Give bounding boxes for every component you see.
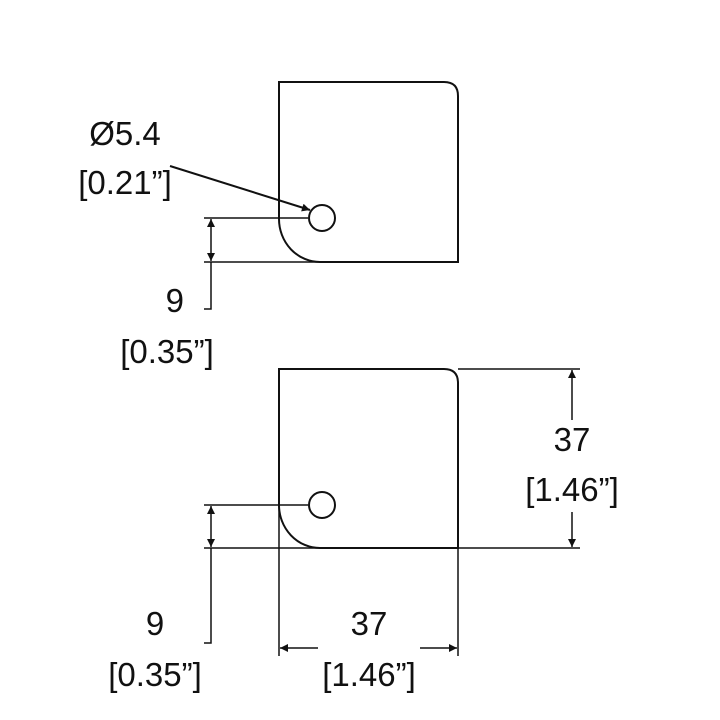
bottom-mounting-hole [308,491,336,519]
bottom-offset-mm: 9 [145,605,165,642]
bottom-offset-leader [204,548,212,644]
top-offset-leader [204,262,212,310]
bottom-offset-in: [0.35”] [108,656,202,693]
height-mm: 37 [553,421,591,458]
height-in: [1.46”] [525,471,619,508]
width-mm: 37 [350,605,388,642]
width-in: [1.46”] [322,656,416,693]
top-offset-in: [0.35”] [120,333,214,370]
hole-diameter-mm: Ø5.4 [89,115,161,152]
top-part-outline [278,81,459,263]
top-mounting-hole [308,204,336,232]
bottom-part-outline [278,368,459,549]
hole-leader-line [169,165,311,212]
top-offset-mm: 9 [165,282,184,319]
hole-diameter-in: [0.21”] [78,164,172,201]
